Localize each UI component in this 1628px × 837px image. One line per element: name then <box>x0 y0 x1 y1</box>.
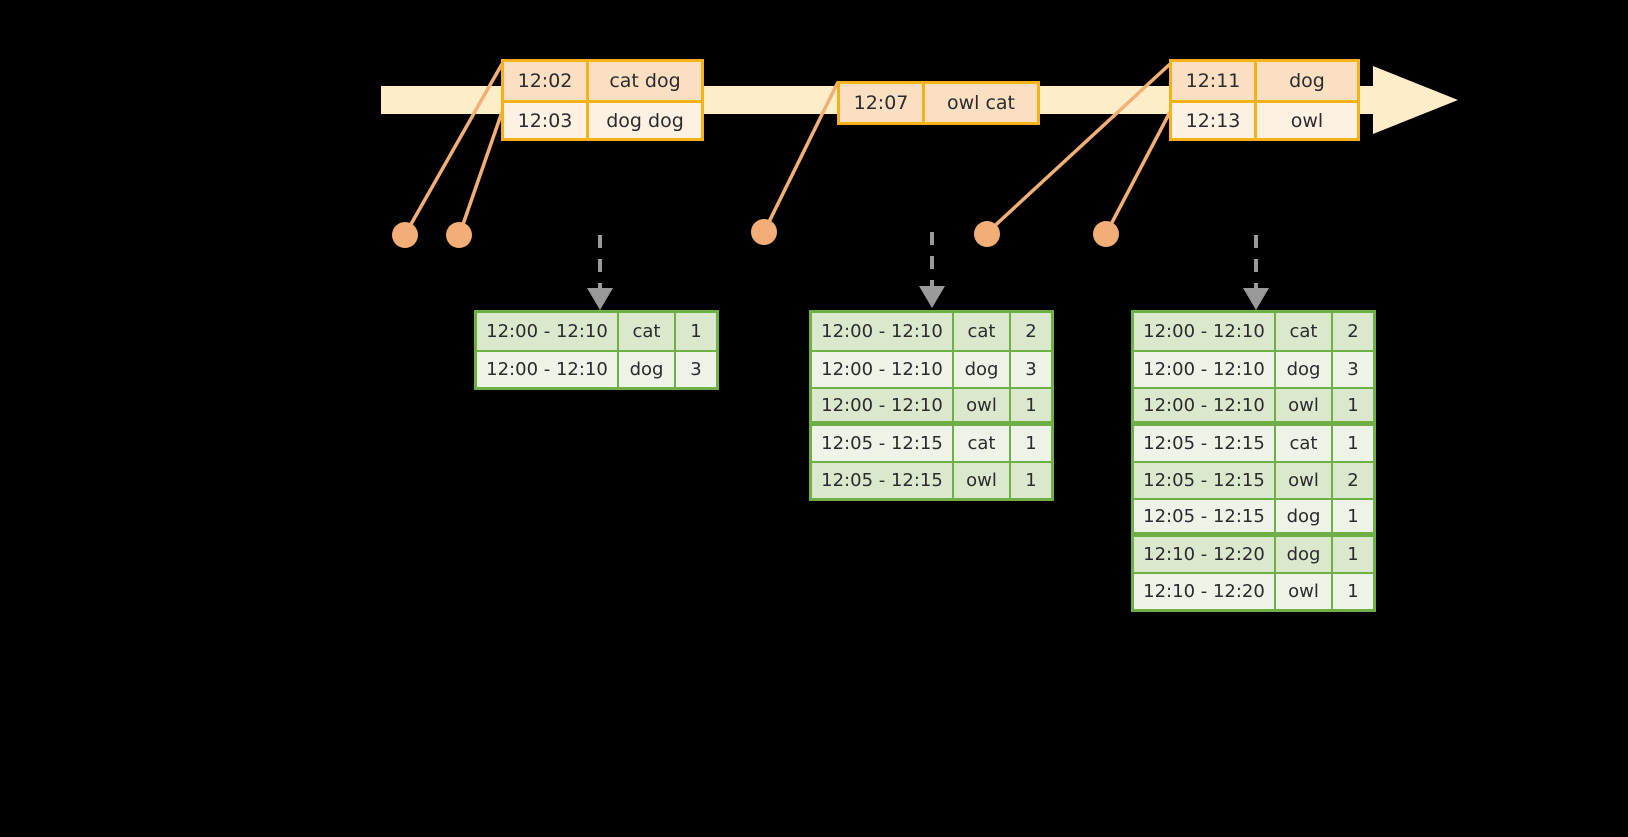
window-cell: 12:00 - 12:10 <box>1134 313 1276 350</box>
event-payload: owl <box>1290 109 1324 132</box>
result-table-2: 12:00 - 12:10 cat 2 12:00 - 12:10 dog 3 … <box>809 310 1054 501</box>
window-cell: 12:05 - 12:15 <box>1134 426 1276 461</box>
event-row: 12:02 cat dog <box>504 62 701 100</box>
connector-line-1 <box>404 63 504 234</box>
key-cell: dog <box>1276 352 1333 387</box>
window-cell: 12:05 - 12:15 <box>812 463 954 498</box>
key-cell: cat <box>954 426 1011 461</box>
count-cell: 3 <box>690 359 702 380</box>
window-cell: 12:00 - 12:10 <box>477 313 619 350</box>
key-cell: cat <box>954 313 1011 350</box>
table-row: 12:00 - 12:10 owl 1 <box>812 387 1051 424</box>
window-cell: 12:05 - 12:15 <box>812 426 954 461</box>
table-row: 12:05 - 12:15 owl 2 <box>1134 461 1373 498</box>
dashed-arrow-head-1 <box>587 288 613 310</box>
result-table-1: 12:00 - 12:10 cat 1 12:00 - 12:10 dog 3 <box>474 310 719 390</box>
table-row: 12:00 - 12:10 dog 3 <box>1134 350 1373 387</box>
count-cell: 1 <box>1025 433 1037 454</box>
count-cell: 3 <box>1025 359 1037 380</box>
window-cell: 12:00 - 12:10 <box>812 352 954 387</box>
event-payload: owl cat <box>946 92 1016 114</box>
window-cell: 12:00 - 12:10 <box>812 313 954 350</box>
count-cell: 1 <box>1025 394 1037 416</box>
table-row: 12:05 - 12:15 cat 1 <box>1134 424 1373 461</box>
event-time: 12:03 <box>504 103 589 138</box>
count-cell: 1 <box>1025 470 1037 491</box>
key-cell: owl <box>1276 574 1333 609</box>
key-cell: dog <box>1276 537 1333 572</box>
event-payload: cat dog <box>609 70 681 92</box>
key-cell: cat <box>1276 313 1333 350</box>
event-group-2: 12:07 owl cat <box>837 81 1040 125</box>
event-row: 12:07 owl cat <box>840 84 1037 122</box>
connector-dots <box>392 219 1119 248</box>
count-cell: 1 <box>1347 581 1359 602</box>
table-row: 12:00 - 12:10 owl 1 <box>1134 387 1373 424</box>
key-cell: dog <box>954 352 1011 387</box>
count-cell: 2 <box>1347 321 1359 342</box>
count-cell: 2 <box>1347 470 1359 491</box>
event-payload: dog dog <box>606 109 684 132</box>
table-row: 12:00 - 12:10 dog 3 <box>477 350 716 387</box>
event-group-1: 12:02 cat dog 12:03 dog dog <box>501 59 704 141</box>
key-cell: owl <box>954 389 1011 421</box>
table-row: 12:10 - 12:20 owl 1 <box>1134 572 1373 609</box>
table-row: 12:05 - 12:15 owl 1 <box>812 461 1051 498</box>
window-cell: 12:10 - 12:20 <box>1134 537 1276 572</box>
count-cell: 2 <box>1025 321 1037 342</box>
window-cell: 12:00 - 12:10 <box>1134 389 1276 421</box>
table-row: 12:05 - 12:15 cat 1 <box>812 424 1051 461</box>
event-group-3: 12:11 dog 12:13 owl <box>1169 59 1360 141</box>
window-cell: 12:00 - 12:10 <box>477 352 619 387</box>
table-row: 12:00 - 12:10 cat 2 <box>1134 313 1373 350</box>
result-table-3: 12:00 - 12:10 cat 2 12:00 - 12:10 dog 3 … <box>1131 310 1376 612</box>
count-cell: 1 <box>1347 544 1359 565</box>
table-row: 12:00 - 12:10 dog 3 <box>812 350 1051 387</box>
window-cell: 12:00 - 12:10 <box>1134 352 1276 387</box>
event-time: 12:02 <box>504 62 589 100</box>
connector-dot-3 <box>751 219 777 245</box>
event-payload: dog <box>1289 70 1325 92</box>
connector-dot-5 <box>1093 221 1119 247</box>
event-time: 12:07 <box>840 84 925 122</box>
event-time: 12:11 <box>1172 62 1257 100</box>
connector-line-5 <box>1105 111 1172 233</box>
connector-line-2 <box>458 111 504 234</box>
connector-line-3 <box>763 81 840 231</box>
count-cell: 1 <box>1347 433 1359 454</box>
table-row: 12:00 - 12:10 cat 2 <box>812 313 1051 350</box>
table-row: 12:05 - 12:15 dog 1 <box>1134 498 1373 535</box>
event-row: 12:13 owl <box>1172 100 1357 138</box>
key-cell: owl <box>1276 389 1333 421</box>
dashed-arrow-head-3 <box>1243 288 1269 310</box>
count-cell: 3 <box>1347 359 1359 380</box>
window-cell: 12:10 - 12:20 <box>1134 574 1276 609</box>
window-cell: 12:05 - 12:15 <box>1134 463 1276 498</box>
key-cell: cat <box>619 313 676 350</box>
dashed-arrow-heads <box>587 286 1269 310</box>
count-cell: 1 <box>1347 394 1359 416</box>
window-cell: 12:05 - 12:15 <box>1134 500 1276 532</box>
dashed-arrow-head-2 <box>919 286 945 308</box>
event-row: 12:03 dog dog <box>504 100 701 138</box>
key-cell: dog <box>619 352 676 387</box>
table-row: 12:00 - 12:10 cat 1 <box>477 313 716 350</box>
connector-dot-4 <box>974 221 1000 247</box>
count-cell: 1 <box>690 321 702 342</box>
dashed-arrows <box>598 232 1258 288</box>
connector-dot-1 <box>392 222 418 248</box>
key-cell: owl <box>1276 463 1333 498</box>
count-cell: 1 <box>1347 505 1359 527</box>
event-row: 12:11 dog <box>1172 62 1357 100</box>
event-time: 12:13 <box>1172 103 1257 138</box>
table-row: 12:10 - 12:20 dog 1 <box>1134 535 1373 572</box>
key-cell: dog <box>1276 500 1333 532</box>
connector-dot-2 <box>446 222 472 248</box>
key-cell: cat <box>1276 426 1333 461</box>
key-cell: owl <box>954 463 1011 498</box>
window-cell: 12:00 - 12:10 <box>812 389 954 421</box>
